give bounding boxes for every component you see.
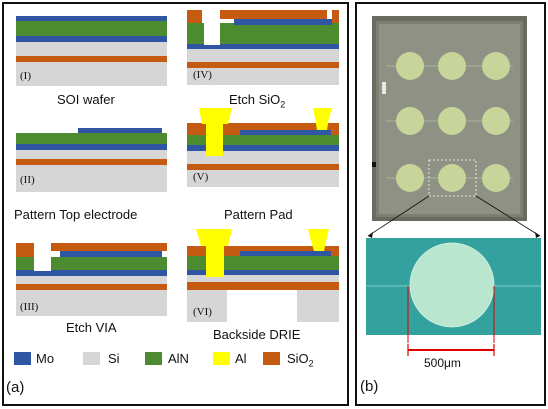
al-pad-right — [308, 229, 329, 251]
caption-pattern-pad: Pattern Pad — [224, 207, 293, 222]
zoom-line-left — [367, 195, 430, 237]
resonator-zoom — [410, 243, 494, 327]
legend-swatch-si — [83, 352, 100, 365]
caption-pattern-top-electrode: Pattern Top electrode — [14, 207, 138, 222]
chip-micrograph — [372, 16, 527, 221]
zoomed-micrograph — [366, 238, 541, 343]
step-number-2: (II) — [20, 174, 35, 186]
panel-b-micrographs — [355, 2, 546, 406]
legend-swatch-mo — [14, 352, 31, 365]
cross-section-2 — [16, 128, 167, 192]
legend-label-si: Si — [108, 351, 120, 366]
legend-swatch-al — [213, 352, 230, 365]
al-pad-right — [313, 108, 332, 130]
caption-etch-sio2: Etch SiO2 — [229, 92, 286, 110]
caption-etch-via: Etch VIA — [66, 320, 117, 335]
layer-aln — [16, 21, 167, 36]
zoom-line-right — [475, 195, 541, 237]
layer-si-substrate — [16, 62, 167, 86]
step-number-1: (I) — [20, 70, 31, 82]
legend-label-al: Al — [235, 351, 247, 366]
layer-mo-bottom — [16, 36, 167, 42]
legend-label-aln: AlN — [168, 351, 189, 366]
via-hole — [34, 243, 51, 271]
layer-si-device — [16, 42, 167, 56]
layer-sio2-box — [16, 56, 167, 62]
legend-swatch-aln — [145, 352, 162, 365]
al-pad-left — [196, 229, 232, 277]
step-number-4: (IV) — [193, 69, 212, 81]
step-number-3: (III) — [20, 301, 39, 313]
al-pad-left — [199, 108, 232, 156]
top-electrode — [78, 128, 162, 133]
legend-label-sio2: SiO2 — [287, 351, 314, 369]
step-number-5: (V) — [193, 171, 209, 183]
cross-section-6 — [187, 229, 339, 322]
via-hole — [204, 10, 220, 45]
panel-label-b: (b) — [360, 378, 379, 395]
legend-label-mo: Mo — [36, 351, 55, 366]
panel-a-process-flow — [2, 2, 349, 406]
resonator-array — [396, 52, 510, 192]
cross-section-3 — [16, 243, 167, 316]
panel-label-a: (a) — [6, 379, 25, 396]
scale-bar-label: 500μm — [424, 356, 461, 370]
cross-section-5 — [187, 108, 339, 187]
step-number-6: (VI) — [193, 306, 212, 318]
cross-section-1 — [16, 16, 167, 86]
caption-soi-wafer: SOI wafer — [57, 92, 115, 107]
caption-backside-drie: Backside DRIE — [213, 327, 301, 342]
layer-mo-top — [16, 16, 167, 21]
cross-section-4 — [187, 10, 339, 85]
legend-swatch-sio2 — [263, 352, 280, 365]
etch-window — [327, 10, 332, 19]
zoom-box — [428, 159, 477, 197]
